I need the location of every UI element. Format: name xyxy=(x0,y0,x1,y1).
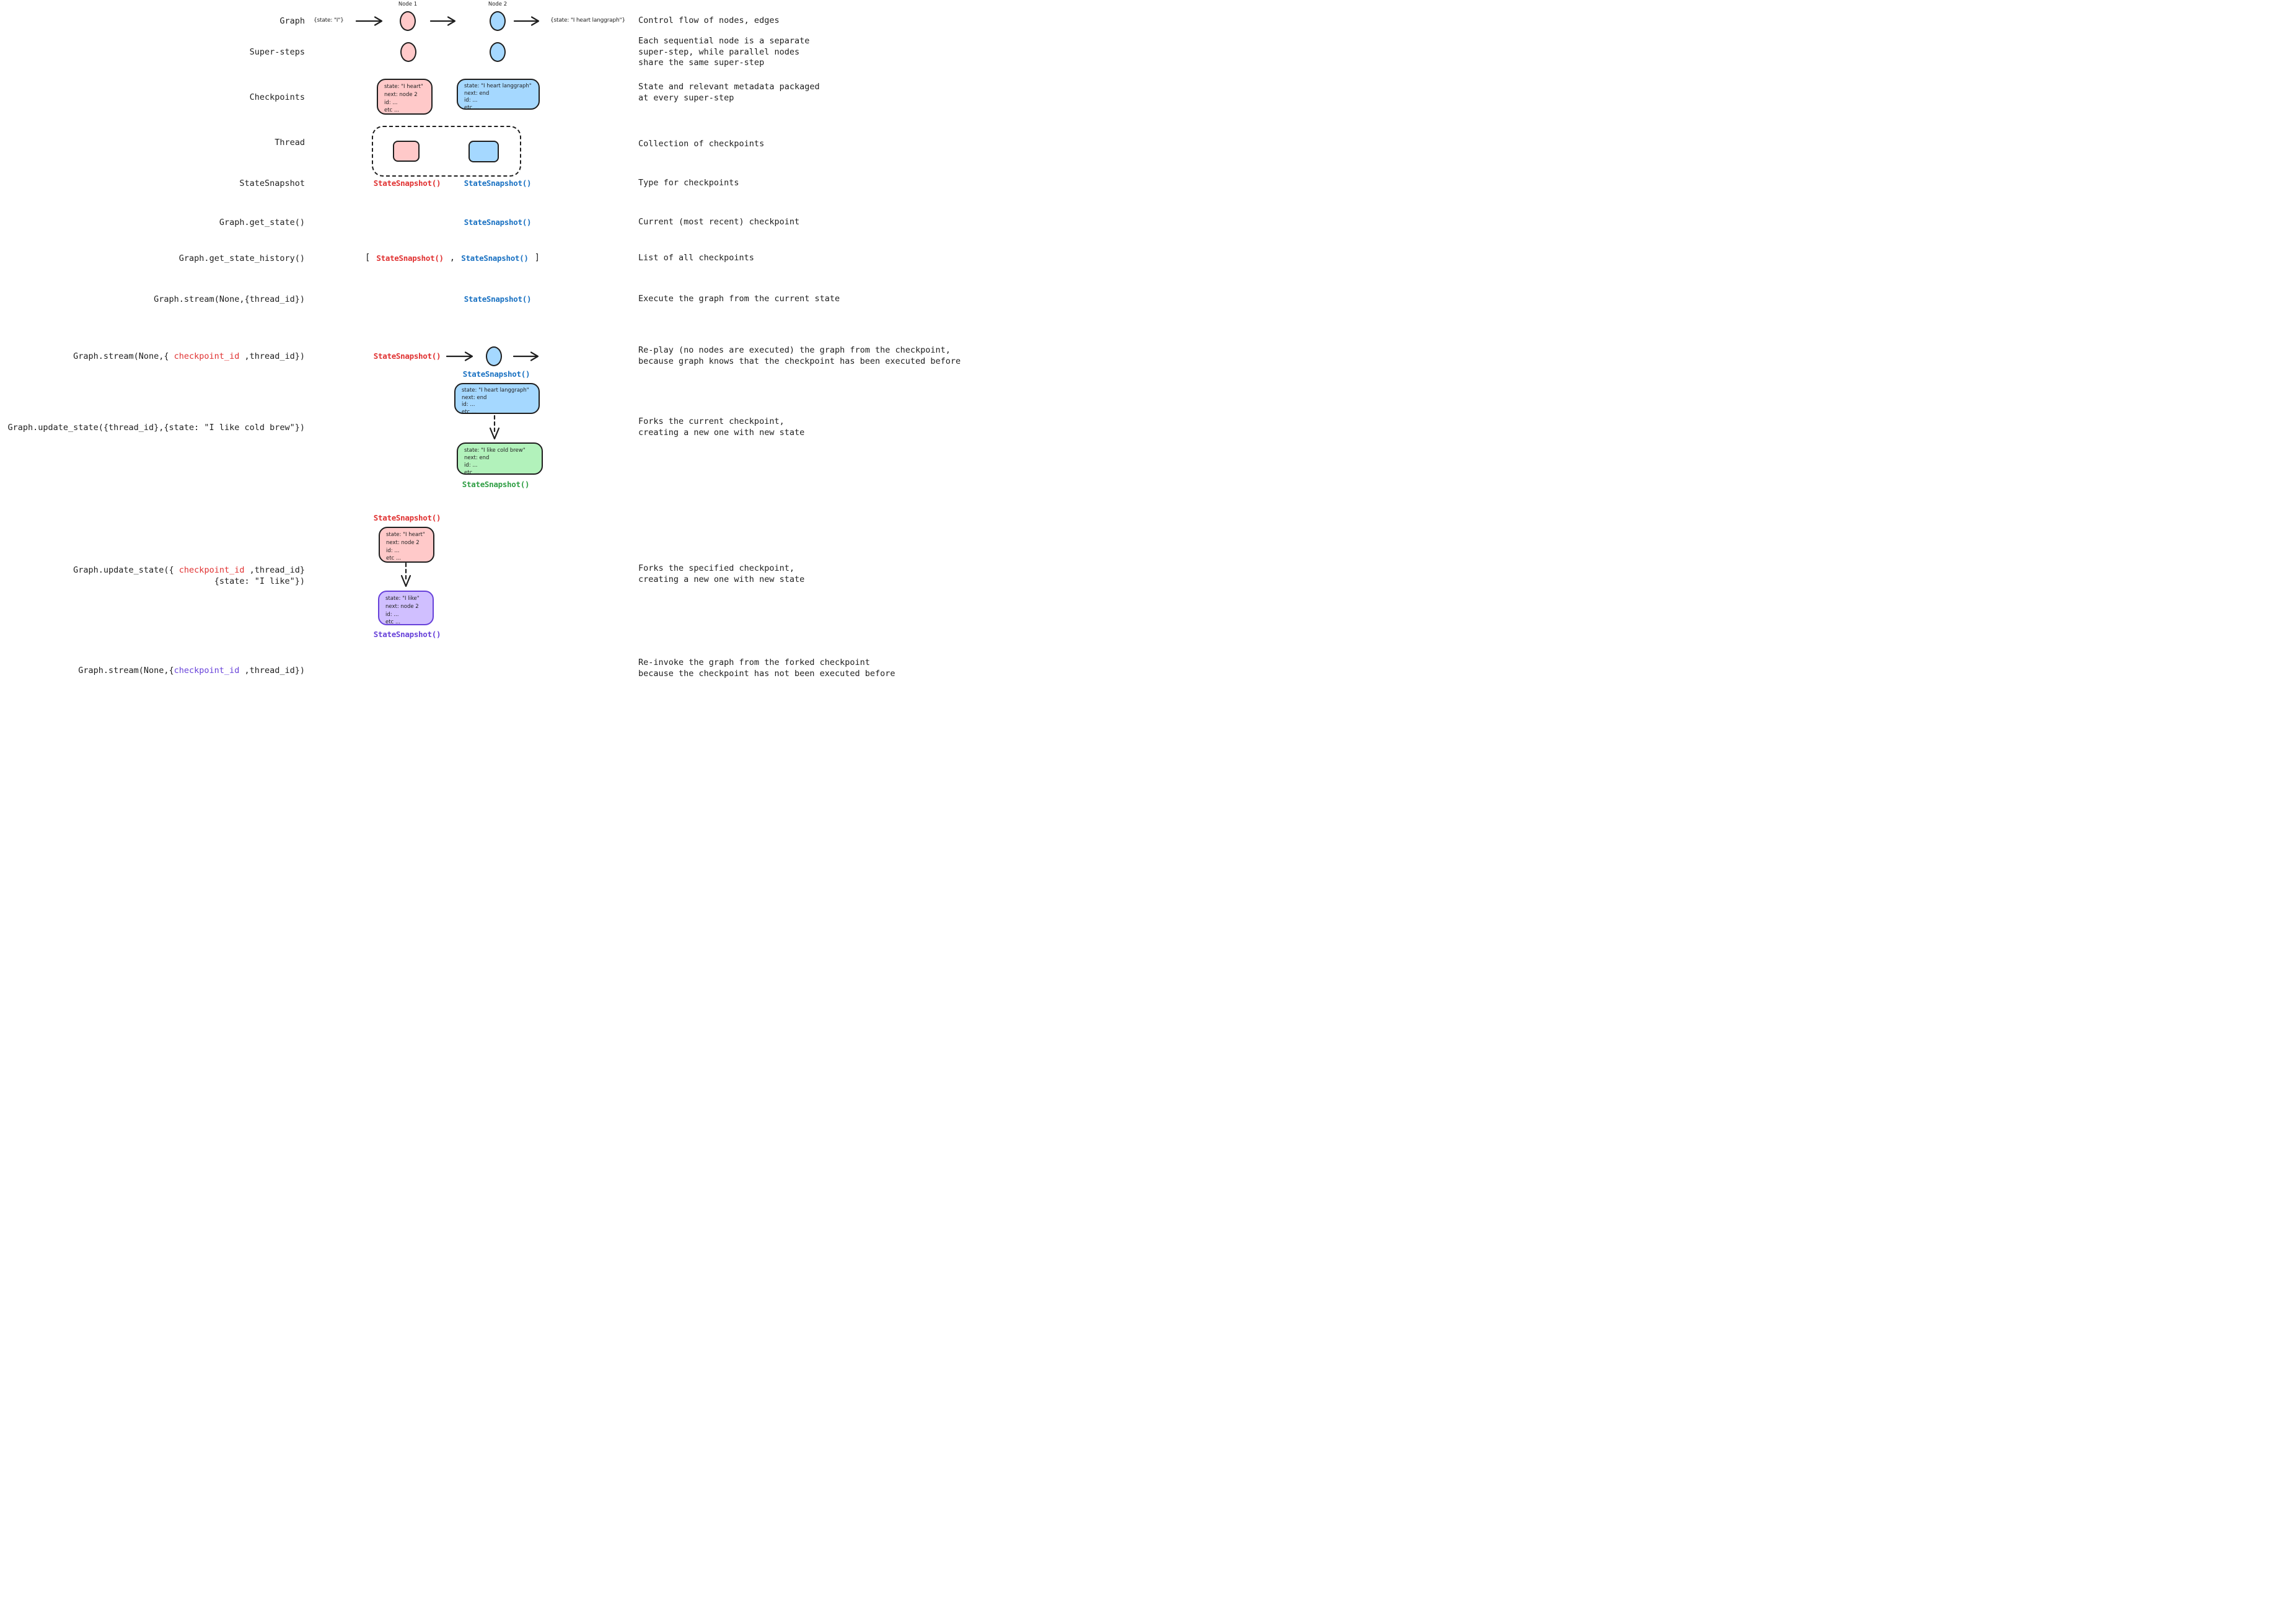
checkpoint-id-highlight: checkpoint_id xyxy=(174,666,240,675)
row-label-stream-thread: Graph.stream(None,{thread_id}) xyxy=(154,294,305,304)
thread-dashed-box xyxy=(372,126,521,177)
desc-thread: Collection of checkpoints xyxy=(638,139,765,149)
row-label-stream-checkpoint: Graph.stream(None,{ checkpoint_id ,threa… xyxy=(0,351,305,362)
desc-stream-thread: Execute the graph from the current state xyxy=(638,294,840,304)
right-arrow-icon xyxy=(512,351,539,361)
desc-super-steps: Each sequential node is a separate super… xyxy=(638,36,810,68)
checkpoint-id-highlight: checkpoint_id xyxy=(169,351,245,361)
checkpoint-card-green: state: "I like cold brew" next: end id: … xyxy=(457,442,543,476)
dashed-down-arrow-icon xyxy=(400,562,411,587)
statesnapshot-call-green: StateSnapshot() xyxy=(462,480,530,489)
row-label-get-state-history: Graph.get_state_history() xyxy=(178,253,305,263)
desc-get-state: Current (most recent) checkpoint xyxy=(638,217,800,227)
row-label-checkpoints: Checkpoints xyxy=(249,92,305,102)
checkpoint-card-purple: state: "I like" next: node 2 id: ... etc… xyxy=(378,591,434,625)
statesnapshot-call-red: StateSnapshot() xyxy=(373,513,441,522)
checkpoint-card-pink: state: "I heart" next: node 2 id: ... et… xyxy=(379,527,434,563)
bracket-open: [ xyxy=(364,253,371,263)
row-label-super-steps: Super-steps xyxy=(249,47,305,57)
checkpoint-list: [ StateSnapshot() , StateSnapshot() ] xyxy=(345,253,560,263)
label-part: ,thread_id}) xyxy=(239,666,305,675)
desc-replay: Re-play (no nodes are executed) the grap… xyxy=(638,345,961,366)
desc-get-state-history: List of all checkpoints xyxy=(638,253,754,263)
label-part: Graph.stream(None,{ xyxy=(78,666,174,675)
statesnapshot-call-blue: StateSnapshot() xyxy=(461,253,529,263)
statesnapshot-call-blue: StateSnapshot() xyxy=(464,218,532,227)
desc-fork-specified: Forks the specified checkpoint, creating… xyxy=(638,563,805,584)
checkpoint-card-blue: state: "I heart langgraph" next: end id:… xyxy=(454,383,540,415)
node-1-circle xyxy=(400,11,416,31)
row-label-get-state: Graph.get_state() xyxy=(219,218,305,227)
row-label-statesnapshot: StateSnapshot xyxy=(239,178,305,188)
label-part: Graph.update_state({ xyxy=(73,565,174,575)
right-arrow-icon xyxy=(513,16,540,26)
label-part: Graph.stream(None,{ xyxy=(73,351,169,361)
checkpoint-id-highlight: checkpoint_id xyxy=(174,565,250,575)
desc-checkpoints: State and relevant metadata packaged at … xyxy=(638,82,820,103)
checkpoint-card-pink: state: "I heart" next: node 2 id: ... et… xyxy=(377,79,433,115)
right-arrow-icon xyxy=(446,351,473,361)
desc-graph: Control flow of nodes, edges xyxy=(638,15,780,25)
label-part: ,thread_id} xyxy=(249,565,305,575)
node-1-label: Node 1 xyxy=(398,1,418,7)
row-label-stream-forked: Graph.stream(None,{checkpoint_id ,thread… xyxy=(0,665,305,676)
node-2-circle xyxy=(490,11,506,31)
statesnapshot-call-red: StateSnapshot() xyxy=(376,253,444,263)
thread-checkpoint-blue xyxy=(468,141,499,162)
node-2-label: Node 2 xyxy=(488,1,508,7)
right-arrow-icon xyxy=(355,16,383,26)
checkpoint-card-blue: state: "I heart langgraph" next: end id:… xyxy=(457,79,540,111)
desc-fork-current: Forks the current checkpoint, creating a… xyxy=(638,416,805,438)
desc-statesnapshot: Type for checkpoints xyxy=(638,178,739,188)
statesnapshot-call-blue: StateSnapshot() xyxy=(464,294,532,304)
replay-node-circle xyxy=(486,346,502,366)
row-label-update-state-checkpoint: Graph.update_state({ checkpoint_id ,thre… xyxy=(0,565,305,587)
statesnapshot-call-purple: StateSnapshot() xyxy=(373,630,441,639)
comma: , xyxy=(449,253,455,263)
dashed-down-arrow-icon xyxy=(489,415,500,440)
thread-checkpoint-pink xyxy=(393,141,420,162)
statesnapshot-call-red: StateSnapshot() xyxy=(373,351,441,361)
row-label-graph: Graph xyxy=(279,16,305,26)
label-line2: {state: "I like"}) xyxy=(214,576,305,586)
right-arrow-icon xyxy=(429,16,456,26)
bracket-close: ] xyxy=(534,253,540,263)
row-label-thread: Thread xyxy=(275,138,305,147)
desc-reinvoke: Re-invoke the graph from the forked chec… xyxy=(638,658,895,679)
output-state-label: {state: "I heart langgraph"} xyxy=(550,17,625,24)
statesnapshot-call-blue: StateSnapshot() xyxy=(464,178,532,188)
statesnapshot-call-blue: StateSnapshot() xyxy=(462,369,530,379)
super-step-node-2-circle xyxy=(490,42,506,62)
langgraph-checkpoint-diagram: Graph Super-steps Checkpoints Thread Sta… xyxy=(0,0,972,682)
statesnapshot-call-red: StateSnapshot() xyxy=(373,178,441,188)
row-label-update-state-thread: Graph.update_state({thread_id},{state: "… xyxy=(7,423,305,433)
label-part: ,thread_id}) xyxy=(244,351,305,361)
input-state-label: {state: "I"} xyxy=(314,17,344,24)
super-step-node-1-circle xyxy=(400,42,416,62)
